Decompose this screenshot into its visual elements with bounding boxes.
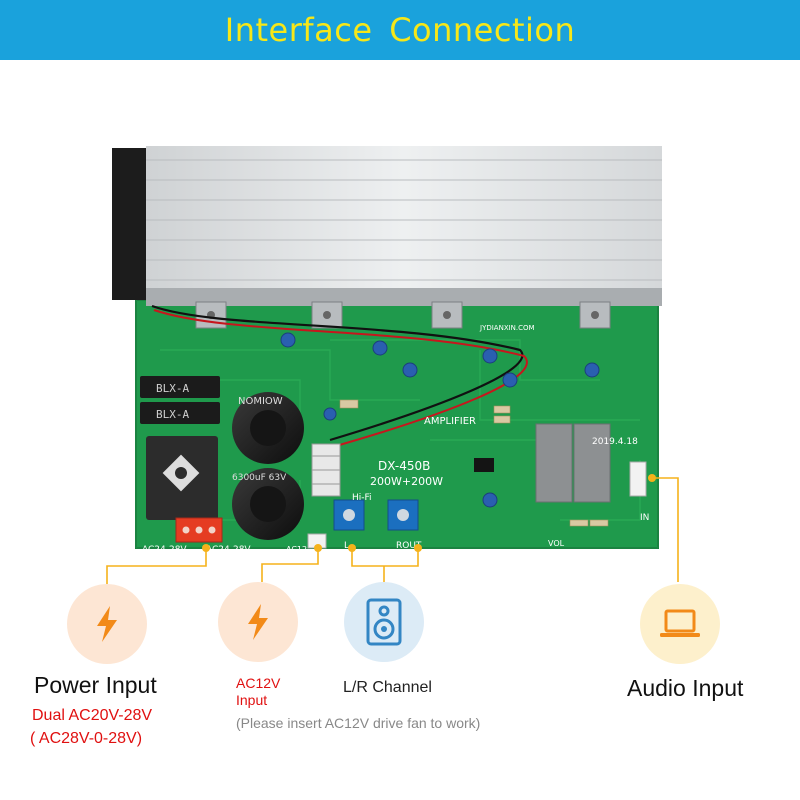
lr-channel-label: L/R Channel	[343, 679, 432, 696]
audio-input-connector	[629, 461, 647, 497]
page-title: Interface Connection	[224, 11, 576, 49]
board-hifi-text: Hi-Fi	[352, 493, 372, 503]
ac12v-label: AC12V	[236, 675, 281, 691]
laptop-icon	[660, 609, 700, 637]
fan-note: (Please insert AC12V drive fan to work)	[236, 715, 481, 731]
speaker-icon	[366, 598, 402, 646]
board-website-text: JYDIANXIN.COM	[479, 324, 535, 332]
ac12v-input-label: Input	[236, 692, 268, 708]
capacitor-brand: NOMIOW	[238, 396, 283, 407]
bridge-label-1: BLX-A	[156, 382, 189, 395]
board-rout-text: ROUT	[396, 541, 422, 551]
capacitor-rating: 6300uF 63V	[232, 473, 287, 483]
board-power-text: 200W+200W	[370, 475, 443, 488]
header-banner: Interface Connection	[0, 0, 800, 60]
board-terminal-left-text: AC24-28V	[142, 545, 187, 555]
lightning-icon	[97, 606, 117, 642]
speaker-terminals	[333, 499, 419, 531]
power-input-icon-circle	[67, 584, 147, 664]
bridge-label-2: BLX-A	[156, 408, 189, 421]
board-lout-text: L	[344, 541, 349, 551]
relays	[535, 423, 611, 503]
power-input-voltage-alt: ( AC28V-0-28V)	[30, 730, 143, 747]
board-vol-text: VOL	[548, 539, 565, 548]
lightning-icon	[248, 604, 268, 640]
board-model-text: DX-450B	[378, 459, 430, 473]
ac12v-input-icon-circle	[218, 582, 298, 662]
board-terminal-right-text: AC24-28V	[206, 545, 251, 555]
rectifier-bridges: BLX-A BLX-A	[140, 376, 220, 520]
lr-channel-icon-circle	[344, 582, 424, 662]
capacitors: NOMIOW 6300uF 63V	[232, 392, 304, 540]
board-date-text: 2019.4.18	[592, 437, 638, 447]
board-in-text: IN	[640, 513, 649, 523]
heatsink	[112, 146, 662, 306]
board-amplifier-text: AMPLIFIER	[424, 416, 476, 427]
audio-input-icon-circle	[640, 584, 720, 664]
amplifier-board-photo: BLX-A BLX-A NOMIOW 6300uF 63V	[112, 146, 662, 555]
board-ac12-text: AC12	[286, 545, 307, 554]
power-input-voltage: Dual AC20V-28V	[32, 707, 153, 724]
power-input-label: Power Input	[34, 672, 157, 698]
audio-input-label: Audio Input	[627, 675, 744, 701]
